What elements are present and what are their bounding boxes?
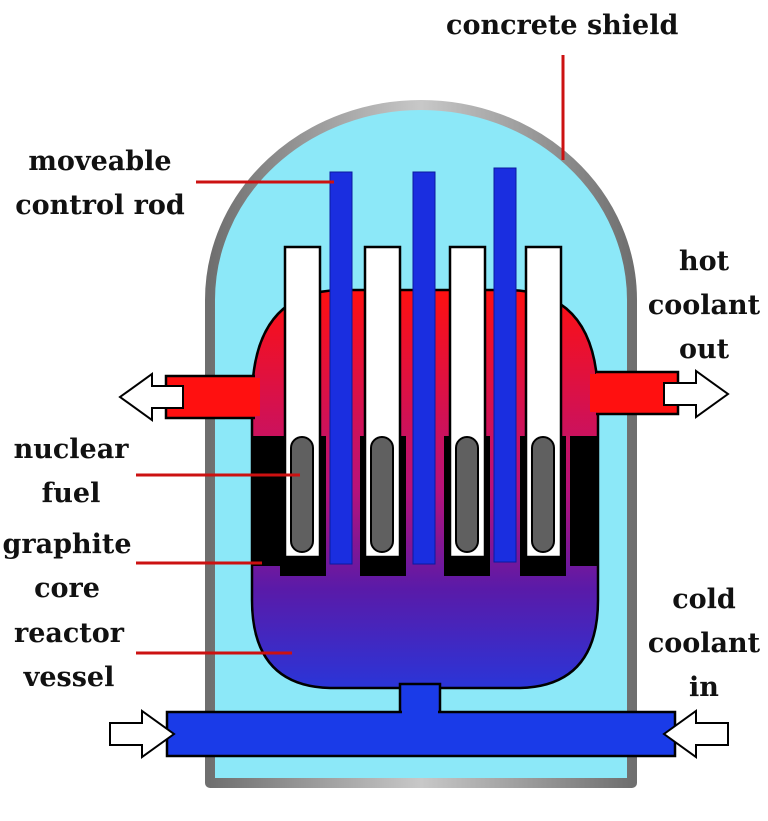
- hot-coolant-out-arrow-right: [663, 369, 730, 419]
- label-fuel-line2: fuel: [41, 478, 101, 509]
- control-rod: [412, 171, 436, 565]
- label-hot-coolant-line1: hot: [678, 246, 730, 277]
- leader-lines: [136, 55, 565, 655]
- label-reactor-vessel: reactor vessel: [4, 612, 134, 700]
- label-hot-coolant-out: hot coolant out: [640, 240, 768, 372]
- hot-coolant-out-arrow-left: [118, 372, 184, 422]
- label-control-rod: moveable control rod: [10, 140, 190, 228]
- control-rod: [329, 171, 353, 565]
- label-hot-coolant-line2: coolant: [647, 290, 761, 321]
- label-vessel-line2: vessel: [23, 662, 115, 693]
- label-cold-coolant-line2: coolant: [647, 628, 761, 659]
- label-graphite-line2: core: [34, 573, 100, 604]
- cold-coolant-inlet: [165, 682, 677, 758]
- label-graphite-line1: graphite: [2, 529, 132, 560]
- fuel-pellet: [290, 436, 314, 553]
- label-cold-coolant-line3: in: [689, 672, 719, 703]
- label-fuel-line1: nuclear: [13, 434, 129, 465]
- label-control-rod-line1: moveable: [28, 146, 172, 177]
- label-cold-coolant-line1: cold: [672, 584, 736, 615]
- control-rods: [329, 167, 517, 565]
- cold-coolant-in-arrow-right: [662, 709, 729, 759]
- fuel-pellet: [370, 436, 394, 553]
- label-control-rod-line2: control rod: [15, 190, 185, 221]
- fuel-pellets: [290, 436, 555, 553]
- fuel-pellet: [531, 436, 555, 553]
- label-graphite-core: graphite core: [0, 523, 134, 611]
- label-concrete-shield: concrete shield: [446, 10, 679, 41]
- cold-coolant-in-arrow-left: [109, 709, 176, 759]
- label-hot-coolant-line3: out: [678, 334, 730, 365]
- fuel-pellet: [455, 436, 479, 553]
- label-nuclear-fuel: nuclear fuel: [6, 428, 136, 516]
- control-rod: [493, 167, 517, 563]
- label-cold-coolant-in: cold coolant in: [640, 578, 768, 710]
- fuel-rod: [448, 245, 487, 559]
- label-vessel-line1: reactor: [13, 618, 125, 649]
